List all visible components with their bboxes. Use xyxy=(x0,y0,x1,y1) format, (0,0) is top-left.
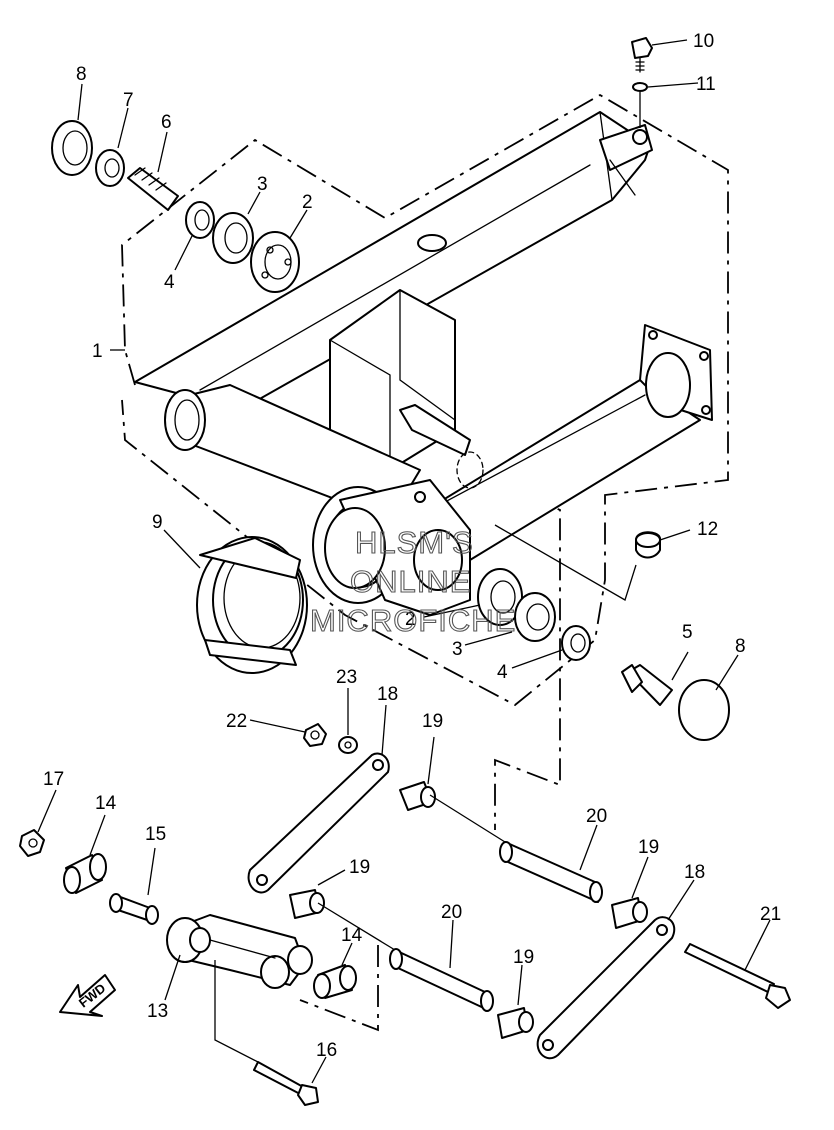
watermark-line-2: ONLINE xyxy=(350,564,471,599)
watermark-line-3: MICROFICHE xyxy=(310,603,516,638)
callout-18b: 18 xyxy=(684,862,705,883)
callout-labels: 1 2 3 4 5 6 7 8 9 10 11 12 13 14 15 16 1… xyxy=(43,31,781,1061)
linkage-rods xyxy=(247,752,676,1060)
chain-guard-ring xyxy=(196,536,308,674)
callout-12: 12 xyxy=(697,519,718,540)
callout-17: 17 xyxy=(43,769,64,790)
callout-2b: 2 xyxy=(405,609,416,630)
callout-15: 15 xyxy=(145,824,166,845)
callout-14: 14 xyxy=(95,793,117,814)
callout-19: 19 xyxy=(422,711,443,732)
callout-23: 23 xyxy=(336,667,357,688)
callout-19d: 19 xyxy=(513,947,534,968)
watermark: HLSM'S ONLINE MICROFICHE xyxy=(309,524,516,638)
callout-9: 9 xyxy=(152,512,163,533)
callout-6: 6 xyxy=(161,112,172,133)
callout-3: 3 xyxy=(257,174,268,195)
right-pivot-parts xyxy=(477,531,730,741)
callout-19b: 19 xyxy=(349,857,370,878)
linkage-fasteners xyxy=(19,723,791,1106)
callout-13: 13 xyxy=(147,1001,168,1022)
callout-14b: 14 xyxy=(341,925,363,946)
callout-20: 20 xyxy=(586,806,607,827)
watermark-line-1: HLSM'S xyxy=(355,525,474,560)
callout-1: 1 xyxy=(92,341,103,362)
callout-11: 11 xyxy=(696,74,716,95)
leader-lines xyxy=(37,39,771,1084)
callout-2: 2 xyxy=(302,192,313,213)
callout-4: 4 xyxy=(164,272,175,293)
swingarm xyxy=(134,111,713,616)
callout-7: 7 xyxy=(123,90,134,111)
callout-19c: 19 xyxy=(638,837,659,858)
left-pivot-parts xyxy=(51,120,300,293)
callout-8b: 8 xyxy=(735,636,746,657)
relay-arm xyxy=(166,914,313,989)
callout-10: 10 xyxy=(693,31,714,52)
callout-5: 5 xyxy=(682,622,693,643)
callout-18: 18 xyxy=(377,684,398,705)
linkage-bushings xyxy=(63,781,648,1039)
fwd-direction-marker: FWD xyxy=(59,974,116,1017)
callout-4b: 4 xyxy=(497,662,508,683)
top-bolt xyxy=(631,37,653,128)
callout-3b: 3 xyxy=(452,639,463,660)
callout-8: 8 xyxy=(76,64,87,85)
arrow-forward-icon xyxy=(59,974,116,1017)
callout-22: 22 xyxy=(226,711,247,732)
callout-21: 21 xyxy=(760,904,781,925)
callout-20b: 20 xyxy=(441,902,462,923)
callout-16: 16 xyxy=(316,1040,337,1061)
